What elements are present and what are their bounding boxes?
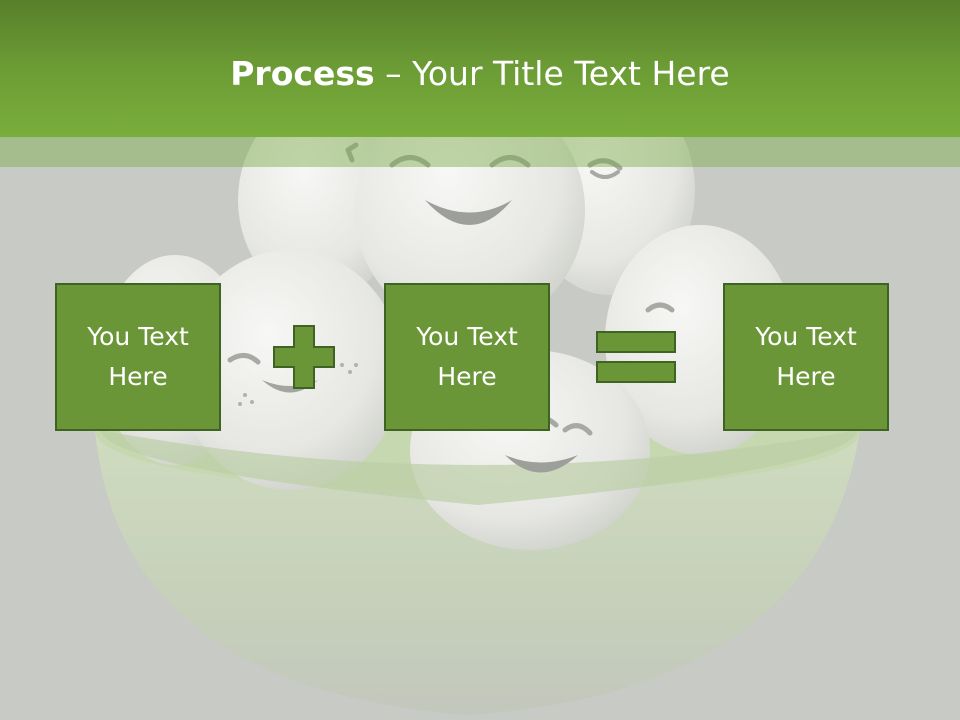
process-box-3-label: You Text Here	[755, 322, 857, 391]
process-box-2-label: You Text Here	[416, 322, 518, 391]
process-box-3: You Text Here	[723, 283, 889, 431]
title-bar	[0, 0, 960, 137]
process-box-1-label: You Text Here	[87, 322, 189, 391]
slide-title-rest: – Your Title Text Here	[374, 54, 730, 93]
title-bar-band	[0, 137, 960, 167]
slide-title-bold: Process	[230, 54, 375, 93]
equals-icon	[596, 331, 676, 383]
slide-title: Process – Your Title Text Here	[0, 54, 960, 94]
plus-icon	[273, 325, 335, 389]
process-box-2: You Text Here	[384, 283, 550, 431]
process-box-1: You Text Here	[55, 283, 221, 431]
